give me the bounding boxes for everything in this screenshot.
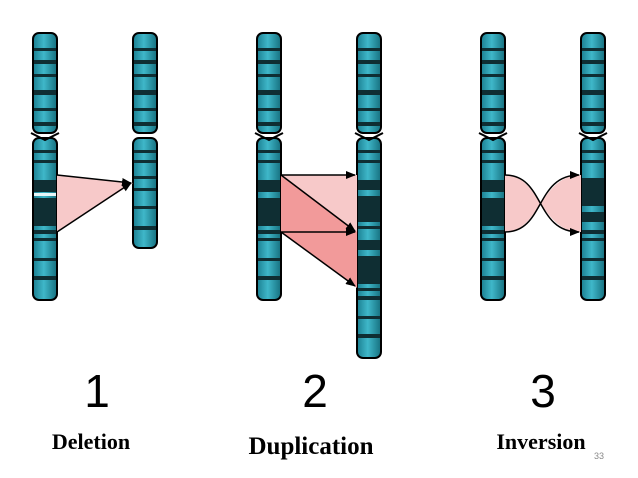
panel-duplication [254, 32, 384, 359]
chromosome-inverted [578, 32, 608, 301]
chromosome-normal [254, 32, 284, 301]
inversion-highlight [505, 175, 581, 232]
slide-number: 33 [594, 451, 604, 461]
panel-deletion [30, 32, 158, 301]
panel-label-inversion: Inversion [496, 429, 585, 454]
panel-inversion [478, 32, 608, 301]
panel-label-duplication: Duplication [248, 433, 373, 460]
arrow-4 [280, 231, 356, 287]
chromosome-duplicated [354, 32, 384, 359]
panel-number-2: 2 [302, 365, 328, 417]
panel-number-3: 3 [530, 365, 556, 417]
deleted-region-highlight [57, 175, 133, 232]
panel-label-deletion: Deletion [52, 429, 130, 454]
inversion-curve-lower [504, 171, 580, 233]
arrow-2 [280, 174, 356, 232]
arrow-upper [56, 174, 132, 187]
chromosome-normal [478, 32, 508, 301]
panel-number-1: 1 [84, 365, 110, 417]
chromosome-deleted [132, 32, 158, 249]
arrow-lower [56, 182, 132, 233]
chromosome-normal [30, 32, 60, 301]
